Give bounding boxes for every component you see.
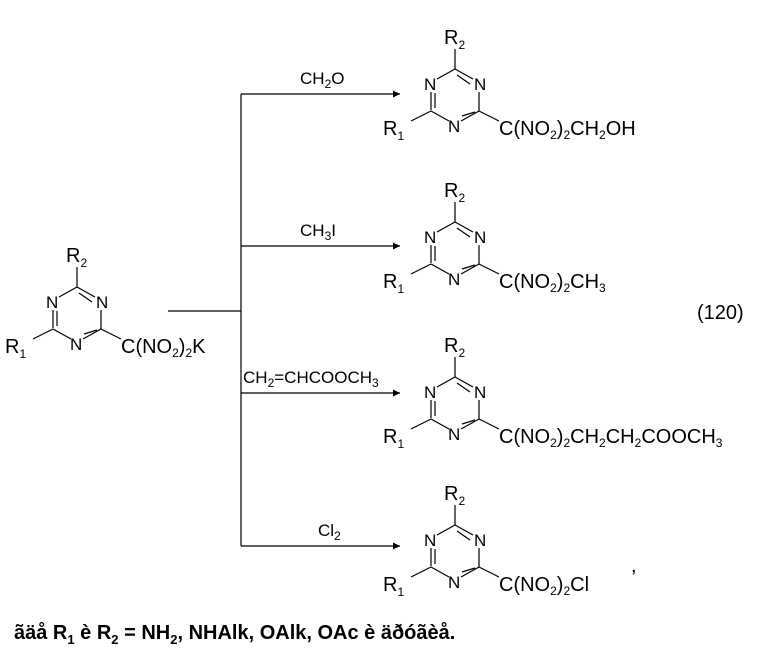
ring-nitrogen: N	[448, 117, 460, 136]
reagent-label: Cl2​	[318, 521, 341, 543]
reaction-branch-lines	[168, 94, 242, 546]
ring-nitrogen: N	[70, 335, 82, 354]
r1-label: R1	[383, 118, 404, 143]
substituent-formula: C(NO2​)2​CH3​	[499, 271, 606, 295]
r1-label: R1	[383, 426, 404, 451]
reagent-label: CH2​=CHCOOCH3​	[243, 368, 379, 390]
ring-nitrogen: N	[448, 573, 460, 592]
substituent-formula: C(NO2​)2​CH2​OH	[499, 118, 636, 142]
triazine-ring-bonds	[410, 49, 500, 122]
molecules: NNNR2R1C(NO2​)2​KNNNR2R1C(NO2​)2​CH2​OHN…	[5, 27, 723, 599]
r2-label: R2	[444, 27, 465, 52]
ring-nitrogen: N	[474, 531, 486, 550]
reagent-labels: CH2​O CH3​I CH2​=CHCOOCH3​ Cl2​	[243, 69, 379, 543]
r1-label: R1	[383, 574, 404, 599]
scheme-number: (120)	[697, 302, 744, 324]
r2-label: R2	[444, 335, 465, 360]
triazine-ring-bonds	[410, 505, 500, 578]
ring-nitrogen: N	[448, 270, 460, 289]
ring-nitrogen: N	[424, 228, 436, 247]
ring-nitrogen: N	[474, 228, 486, 247]
ring-nitrogen: N	[424, 531, 436, 550]
substituent-formula: C(NO2​)2​Cl	[499, 574, 589, 598]
triazine-ring-bonds	[410, 357, 500, 430]
reagent-label: CH2​O	[300, 69, 344, 91]
trailing-comma: ,	[631, 555, 637, 577]
reaction-arrows	[241, 90, 400, 550]
triazine-ring-bonds	[32, 267, 122, 340]
ring-nitrogen: N	[96, 293, 108, 312]
ring-nitrogen: N	[474, 75, 486, 94]
r1-label: R1	[383, 271, 404, 296]
substituent-formula: C(NO2​)2​K	[121, 336, 206, 360]
triazine-ring-bonds	[410, 202, 500, 275]
ring-nitrogen: N	[424, 75, 436, 94]
ring-nitrogen: N	[474, 383, 486, 402]
substituent-caption: ãäå R1 è R2 = NH2, NHAlk, OAlk, OAc è äð…	[14, 622, 456, 647]
ring-nitrogen: N	[46, 293, 58, 312]
ring-nitrogen: N	[424, 383, 436, 402]
r1-label: R1	[5, 336, 26, 361]
r2-label: R2	[444, 483, 465, 508]
reagent-label: CH3​I	[300, 221, 336, 243]
r2-label: R2	[444, 180, 465, 205]
ring-nitrogen: N	[448, 425, 460, 444]
substituent-formula: C(NO2​)2​CH2​CH2​COOCH3​	[499, 426, 723, 450]
r2-label: R2	[66, 245, 87, 270]
